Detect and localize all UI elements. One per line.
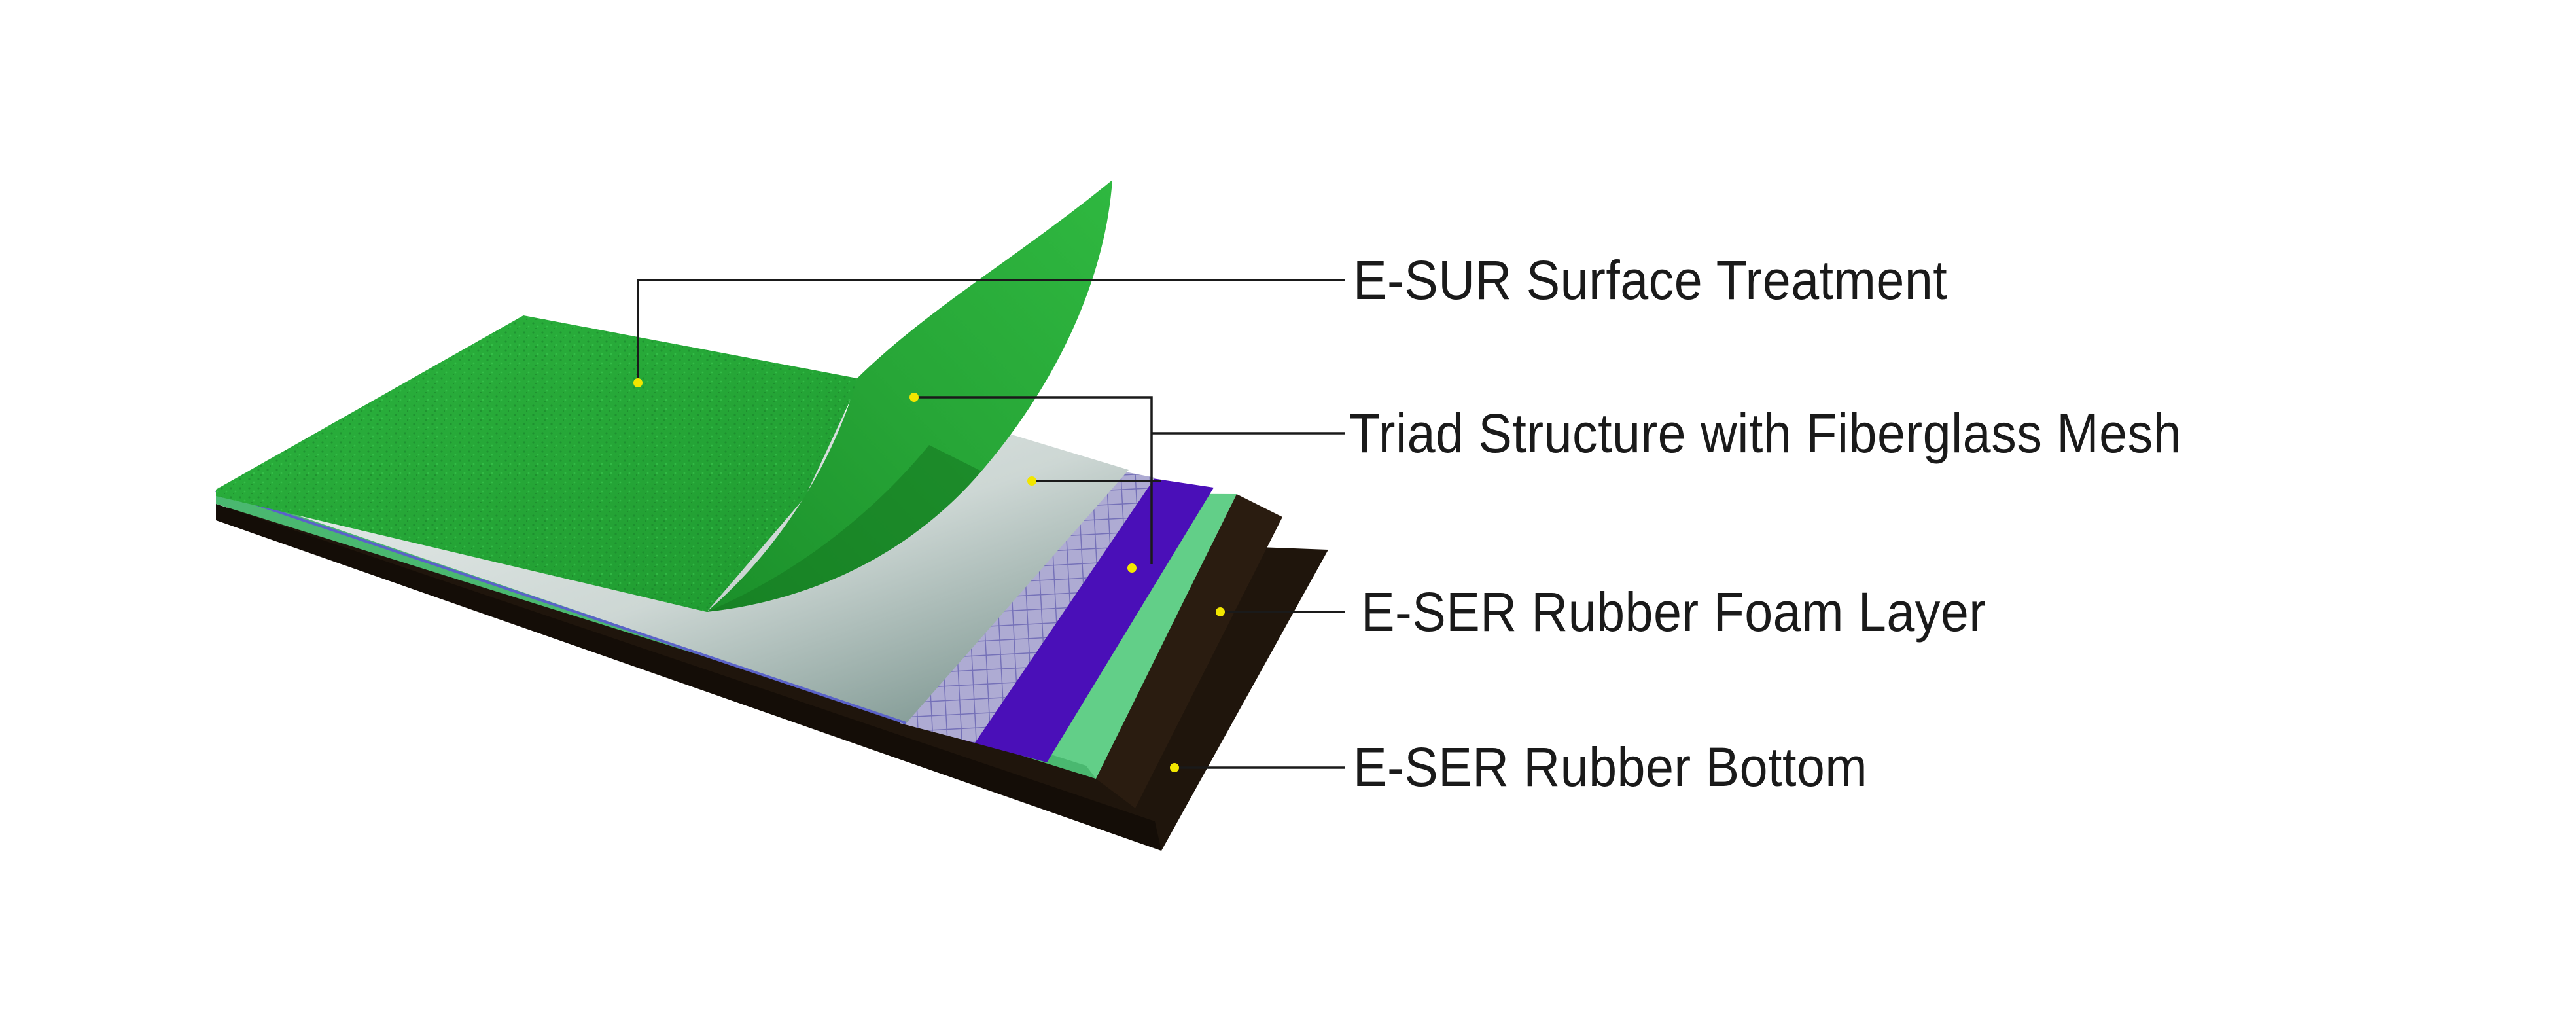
surface-peel-flap — [707, 180, 1112, 612]
fiberglass-mesh-overlay — [900, 471, 1155, 743]
anchor-dot-bottom — [1170, 763, 1179, 772]
label-rubber-bottom: E-SER Rubber Bottom — [1353, 736, 1868, 798]
anchor-dots — [633, 378, 1225, 772]
leader-line-triad-a — [914, 396, 1153, 564]
leader-line-surface — [637, 279, 1345, 383]
anchor-dot-film — [1027, 476, 1036, 486]
anchor-dot-surface — [633, 378, 643, 387]
leader-lines — [637, 279, 1345, 769]
bottom-step — [1096, 494, 1282, 808]
fiberglass-mesh — [900, 471, 1155, 743]
anchor-dot-mesh — [1127, 563, 1137, 573]
surface-flat-grain — [216, 315, 857, 612]
rubber-bottom-side — [216, 504, 1161, 851]
label-surface-treatment: E-SUR Surface Treatment — [1353, 249, 1948, 311]
label-rubber-foam: E-SER Rubber Foam Layer — [1361, 581, 1986, 643]
label-triad-structure: Triad Structure with Fiberglass Mesh — [1349, 402, 2182, 464]
anchor-dot-foam — [1216, 607, 1225, 616]
surface-peel-flap-shade — [707, 445, 981, 612]
anchor-dot-flap — [909, 393, 919, 402]
film-edge-line — [215, 490, 907, 724]
